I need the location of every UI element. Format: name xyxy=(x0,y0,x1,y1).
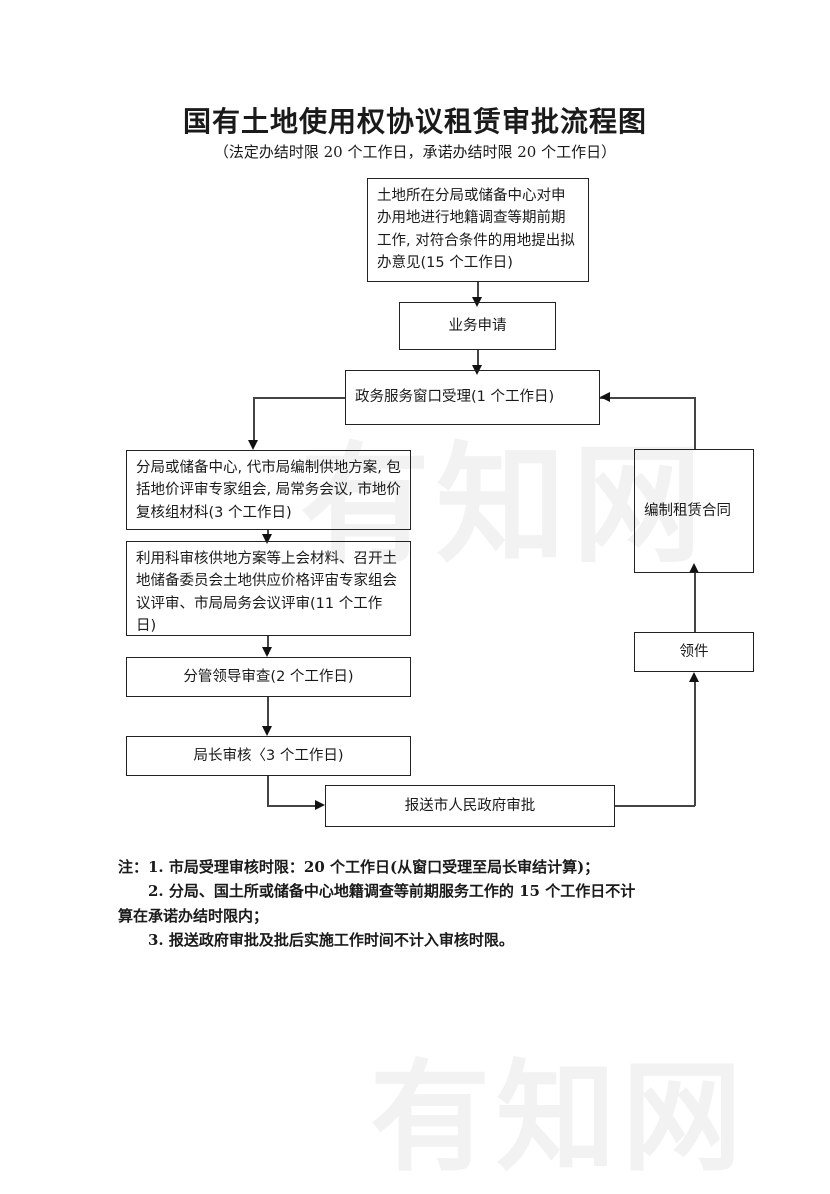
node-land-supply-plan-label: 分局或储备中心, 代市局编制供地方案, 包括地价评审专家组会, 局常务会议, 市… xyxy=(136,460,401,521)
node-service-window-label: 政务服务窗口受理(1 个工作日) xyxy=(355,389,555,406)
edge-submit-to-collect-v xyxy=(694,680,696,806)
edge-submit-to-collect-h xyxy=(615,805,695,807)
edge-director-to-submit-h xyxy=(267,805,317,807)
note-line-2: 2. 分局、国土所或储备中心地籍调查等前期服务工作的 15 个工作日不计 xyxy=(148,882,636,901)
node-collect-documents[interactable]: 领件 xyxy=(634,632,754,672)
node-pre-work[interactable]: 土地所在分局或储备中心对申办用地进行地籍调查等期前期工作, 对符合条件的用地提出… xyxy=(367,178,589,282)
node-deputy-leader-review[interactable]: 分管领导审查(2 个工作日) xyxy=(126,657,411,697)
node-review-meetings-label: 利用科审核供地方案等上会材料、召开土地储备委员会土地供应价格评宙专家组会议评审、… xyxy=(136,551,397,635)
node-pre-work-label: 土地所在分局或储备中心对申办用地进行地籍调查等期前期工作, 对符合条件的用地提出… xyxy=(377,188,575,272)
node-lease-contract[interactable]: 编制租赁合同 xyxy=(634,449,754,573)
node-director-review-label: 局长审核〈3 个工作日) xyxy=(193,747,344,764)
arrowhead-down-director xyxy=(262,726,272,736)
edge-contract-to-window-v xyxy=(694,397,696,449)
edge-contract-to-window-h xyxy=(600,397,696,399)
node-director-review[interactable]: 局长审核〈3 个工作日) xyxy=(126,736,411,776)
arrowhead-left-window xyxy=(600,392,610,402)
page-title: 国有土地使用权协议租赁审批流程图 xyxy=(182,105,647,138)
edge-application-to-window xyxy=(477,350,479,370)
node-review-meetings[interactable]: 利用科审核供地方案等上会材料、召开土地储备委员会土地供应价格评宙专家组会议评审、… xyxy=(126,541,411,636)
arrowhead-down-deputy xyxy=(262,647,272,657)
node-land-supply-plan[interactable]: 分局或储备中心, 代市局编制供地方案, 包括地价评审专家组会, 局常务会议, 市… xyxy=(126,450,411,530)
note-line-3: 3. 报送政府审批及批后实施工作时间不计入审核时限。 xyxy=(148,930,514,949)
node-submit-to-government-label: 报送市人民政府审批 xyxy=(404,797,536,814)
edge-deputy-to-director xyxy=(267,697,269,732)
note-line-1: 注：1. 市局受理审核时限：20 个工作日(从窗口受理至局长审结计算)； xyxy=(118,858,600,876)
edge-window-to-plan-v xyxy=(253,397,255,445)
arrowhead-right-submit xyxy=(315,800,325,810)
edge-collect-to-contract xyxy=(694,572,696,632)
edge-review-to-deputy xyxy=(267,636,269,654)
edge-window-to-plan-h xyxy=(253,397,346,399)
node-collect-documents-label: 领件 xyxy=(679,643,709,660)
node-deputy-leader-review-label: 分管领导审查(2 个工作日) xyxy=(183,668,354,685)
node-service-window-acceptance[interactable]: 政务服务窗口受理(1 个工作日) xyxy=(345,370,600,425)
node-business-application-label: 业务申请 xyxy=(448,317,507,334)
watermark-top: 有知网 xyxy=(300,435,709,579)
page-subtitle: （法定办结时限 20 个工作日，承诺办结时限 20 个工作日） xyxy=(213,143,617,161)
node-business-application[interactable]: 业务申请 xyxy=(399,302,556,350)
node-submit-to-government[interactable]: 报送市人民政府审批 xyxy=(325,785,615,827)
arrowhead-up-collect xyxy=(689,672,699,682)
watermark-bottom: 有知网 xyxy=(370,1052,748,1185)
arrowhead-down-plan xyxy=(248,440,258,450)
notes-block: 注：1. 市局受理审核时限：20 个工作日(从窗口受理至局长审结计算)； 2. … xyxy=(118,855,718,952)
arrowhead-up-contract xyxy=(689,563,699,573)
note-line-2b: 算在承诺办结时限内； xyxy=(118,906,269,925)
edge-director-to-submit-v xyxy=(267,776,269,806)
edge-pre-work-to-application xyxy=(477,282,479,302)
arrowhead-down-review xyxy=(262,534,272,544)
node-lease-contract-label: 编制租赁合同 xyxy=(644,502,731,519)
